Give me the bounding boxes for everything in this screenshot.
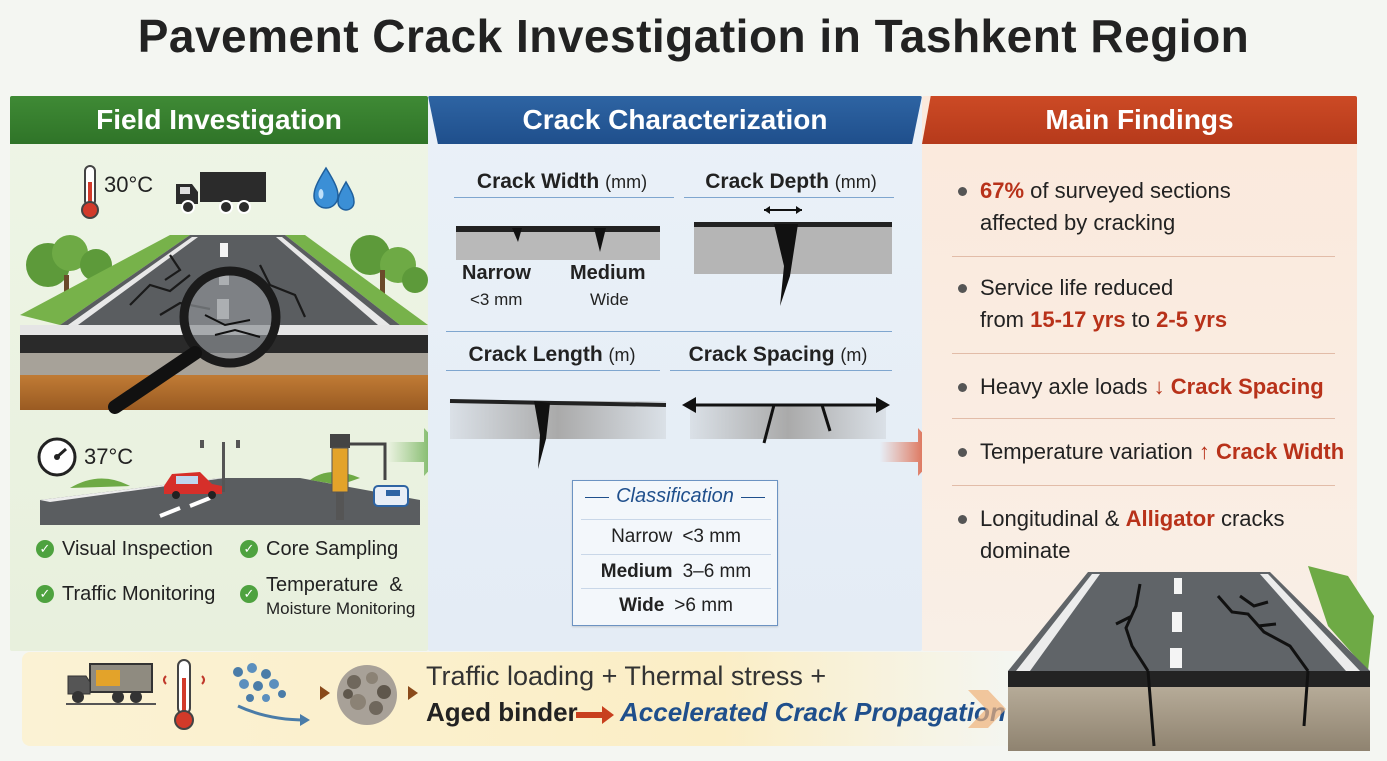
medium-label: Medium: [570, 262, 646, 284]
loaded-truck-icon: [66, 663, 156, 705]
bullet-icon: [958, 448, 967, 457]
classification-table: Classification Narrow <3 mm Medium 3–6 m…: [572, 480, 778, 626]
cracked-road-illustration: [20, 235, 428, 414]
check-icon: ✓: [36, 585, 54, 603]
temperature-bottom-label: 37°C: [84, 444, 134, 469]
medium-value: Wide: [590, 290, 629, 309]
crack-length-title: Crack Length (m): [468, 343, 636, 366]
crack-width-illustration: [456, 226, 660, 260]
field-investigation-heading: Field Investigation: [10, 96, 428, 144]
bullet-icon: [958, 515, 967, 524]
aged-aggregate-icon: [337, 665, 397, 725]
crack-characterization-heading: Crack Characterization: [428, 96, 922, 144]
divider: [952, 418, 1335, 419]
thermometer-stress-icon: [163, 659, 205, 730]
method-traffic-monitoring: ✓ Traffic Monitoring: [36, 583, 215, 606]
finding-item: 67% of surveyed sections affected by cra…: [958, 175, 1348, 239]
truck-icon: [176, 172, 266, 214]
divider: [952, 256, 1335, 257]
bullet-icon: [958, 383, 967, 392]
gauge-icon: [37, 437, 77, 477]
mechanism-line-2-cause: Aged binder: [426, 697, 578, 727]
crack-depth-illustration: [694, 206, 892, 306]
divider: [670, 370, 892, 371]
crack-spacing-illustration: [682, 397, 890, 444]
method-temperature-moisture: ✓ Temperature & Moisture Monitoring: [240, 573, 415, 621]
classification-title: Classification: [616, 485, 734, 507]
arrow-right-band-icon: [968, 690, 1006, 728]
main-findings-heading: Main Findings: [922, 96, 1357, 144]
divider: [454, 197, 674, 198]
method-core-sampling: ✓ Core Sampling: [240, 538, 398, 561]
finding-item: Temperature variation ↑ Crack Width: [958, 436, 1348, 468]
divider: [446, 370, 660, 371]
temperature-top-label: 30°C: [104, 172, 154, 197]
main-findings-panel: Main Findings: [922, 96, 1357, 651]
crack-spacing-title: Crack Spacing (m): [688, 343, 868, 366]
bullet-icon: [958, 187, 967, 196]
arrow-right-icon: [576, 706, 614, 724]
divider: [952, 353, 1335, 354]
narrow-label: Narrow: [462, 262, 531, 284]
finding-item: Longitudinal & Alligator cracks dominate: [958, 503, 1348, 567]
finding-item: Service life reduced from 15-17 yrs to 2…: [958, 272, 1348, 336]
chevron-right-icon: [408, 686, 418, 700]
arrow-up-icon: ↑: [1198, 439, 1210, 464]
aggregate-particles-icon: [233, 663, 310, 726]
bullet-icon: [958, 284, 967, 293]
check-icon: ✓: [240, 585, 258, 603]
crack-length-illustration: [449, 399, 667, 469]
arrow-down-icon: ↓: [1153, 374, 1165, 399]
classification-row: Medium 3–6 mm: [581, 554, 771, 587]
narrow-value: <3 mm: [470, 290, 523, 309]
crack-width-title: Crack Width (mm): [476, 170, 648, 193]
finding-item: Heavy axle loads ↓ Crack Spacing: [958, 371, 1348, 403]
check-icon: ✓: [36, 540, 54, 558]
divider: [952, 485, 1335, 486]
chevron-right-icon: [320, 686, 330, 700]
cracked-pavement-illustration: [1008, 566, 1374, 751]
thermometer-icon: [81, 165, 99, 219]
divider: [446, 331, 892, 332]
classification-row: Wide >6 mm: [581, 588, 771, 621]
mechanism-line-2-effect: Accelerated Crack Propagation: [620, 697, 1006, 727]
crack-depth-title: Crack Depth (mm): [705, 170, 877, 193]
traffic-scene-illustration: [40, 434, 420, 525]
water-drops-icon: [313, 166, 355, 211]
divider: [684, 197, 894, 198]
page-title: Pavement Crack Investigation in Tashkent…: [137, 10, 1250, 62]
mechanism-line-1: Traffic loading + Thermal stress +: [426, 661, 827, 691]
classification-row: Narrow <3 mm: [581, 519, 771, 552]
method-visual-inspection: ✓ Visual Inspection: [36, 538, 213, 561]
check-icon: ✓: [240, 540, 258, 558]
